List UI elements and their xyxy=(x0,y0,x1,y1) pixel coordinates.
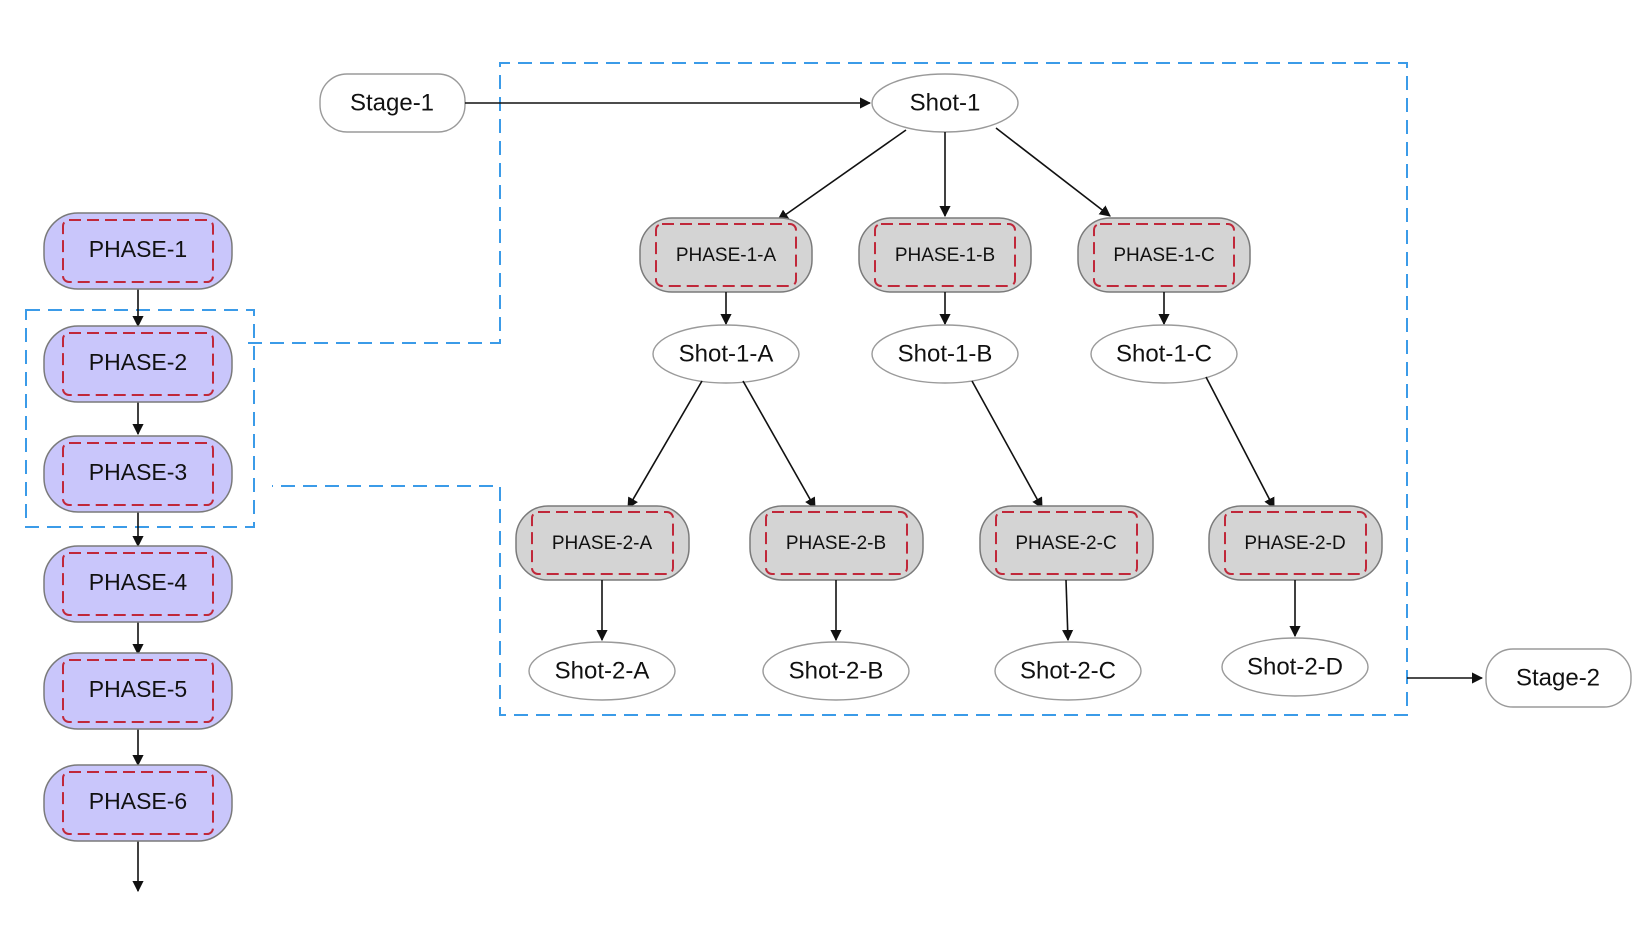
phase-4-node[interactable]: PHASE-4 xyxy=(43,545,233,623)
shot-2-c-node[interactable]: Shot-2-C xyxy=(994,641,1142,701)
stage-2-label: Stage-2 xyxy=(1516,664,1600,691)
phase-5-label: PHASE-5 xyxy=(89,676,187,702)
shot-1-a-to-phase-2-b-arrow xyxy=(742,380,816,509)
shot-1-a-to-phase-2-a-arrow xyxy=(627,380,703,509)
phase-2-a-label: PHASE-2-A xyxy=(552,533,653,554)
phase-6-label: PHASE-6 xyxy=(89,788,187,814)
phase-1-a-label: PHASE-1-A xyxy=(676,245,777,266)
shot-1-b-to-phase-2-c-arrow xyxy=(971,380,1043,509)
shot-1-to-phase-1-c-arrow xyxy=(995,127,1111,217)
detail-group-outline xyxy=(248,62,1408,716)
phase-2-c-to-shot-2-c-arrow xyxy=(1062,579,1074,642)
shot-1-b-label: Shot-1-B xyxy=(898,340,993,367)
shot-1-b-node[interactable]: Shot-1-B xyxy=(871,324,1019,384)
shot-2-a-node[interactable]: Shot-2-A xyxy=(528,641,676,701)
phase-4-label: PHASE-4 xyxy=(89,569,188,595)
shot-1-a-node[interactable]: Shot-1-A xyxy=(652,324,800,384)
phase-1-node[interactable]: PHASE-1 xyxy=(43,212,233,290)
shot-2-d-node[interactable]: Shot-2-D xyxy=(1221,637,1369,697)
shot-1-node[interactable]: Shot-1 xyxy=(871,73,1019,133)
phase-3-node[interactable]: PHASE-3 xyxy=(43,435,233,513)
stage-2-node[interactable]: Stage-2 xyxy=(1485,648,1632,708)
phase-2-b-label: PHASE-2-B xyxy=(786,533,886,554)
shot-2-c-label: Shot-2-C xyxy=(1020,657,1116,684)
phase-2-c-label: PHASE-2-C xyxy=(1015,533,1116,554)
shot-1-label: Shot-1 xyxy=(910,89,981,116)
shot-1-c-node[interactable]: Shot-1-C xyxy=(1090,324,1238,384)
phase-5-node[interactable]: PHASE-5 xyxy=(43,652,233,730)
phase-column: PHASE-1 PHASE-2 PHASE-3 PHASE-4 PHASE-5 … xyxy=(43,212,233,893)
phase-2-a-node[interactable]: PHASE-2-A xyxy=(515,505,690,581)
phase-2-label: PHASE-2 xyxy=(89,349,187,375)
shot-2-a-label: Shot-2-A xyxy=(555,657,650,684)
phase-2-node[interactable]: PHASE-2 xyxy=(43,325,233,403)
shot-1-to-phase-1-a-arrow xyxy=(777,129,907,221)
phase-6-node[interactable]: PHASE-6 xyxy=(43,764,233,842)
phase-2-b-node[interactable]: PHASE-2-B xyxy=(749,505,924,581)
phase-2-d-node[interactable]: PHASE-2-D xyxy=(1208,505,1383,581)
phase-1-c-label: PHASE-1-C xyxy=(1113,245,1214,266)
phase-1-label: PHASE-1 xyxy=(89,236,187,262)
shot-1-c-to-phase-2-d-arrow xyxy=(1205,376,1275,509)
phase-3-label: PHASE-3 xyxy=(89,459,187,485)
phase-1-b-label: PHASE-1-B xyxy=(895,245,995,266)
phase-2-c-node[interactable]: PHASE-2-C xyxy=(979,505,1154,581)
stage-1-node[interactable]: Stage-1 xyxy=(319,73,466,133)
phase-selection-outline xyxy=(25,309,255,528)
phase-1-b-node[interactable]: PHASE-1-B xyxy=(858,217,1032,293)
shot-1-c-label: Shot-1-C xyxy=(1116,340,1212,367)
shot-2-b-label: Shot-2-B xyxy=(789,657,884,684)
stage-1-label: Stage-1 xyxy=(350,89,434,116)
shot-2-b-node[interactable]: Shot-2-B xyxy=(762,641,910,701)
phase-1-a-node[interactable]: PHASE-1-A xyxy=(639,217,813,293)
phase-1-c-node[interactable]: PHASE-1-C xyxy=(1077,217,1251,293)
shot-2-d-label: Shot-2-D xyxy=(1247,653,1343,680)
phase-2-d-label: PHASE-2-D xyxy=(1244,533,1345,554)
shot-1-a-label: Shot-1-A xyxy=(679,340,774,367)
